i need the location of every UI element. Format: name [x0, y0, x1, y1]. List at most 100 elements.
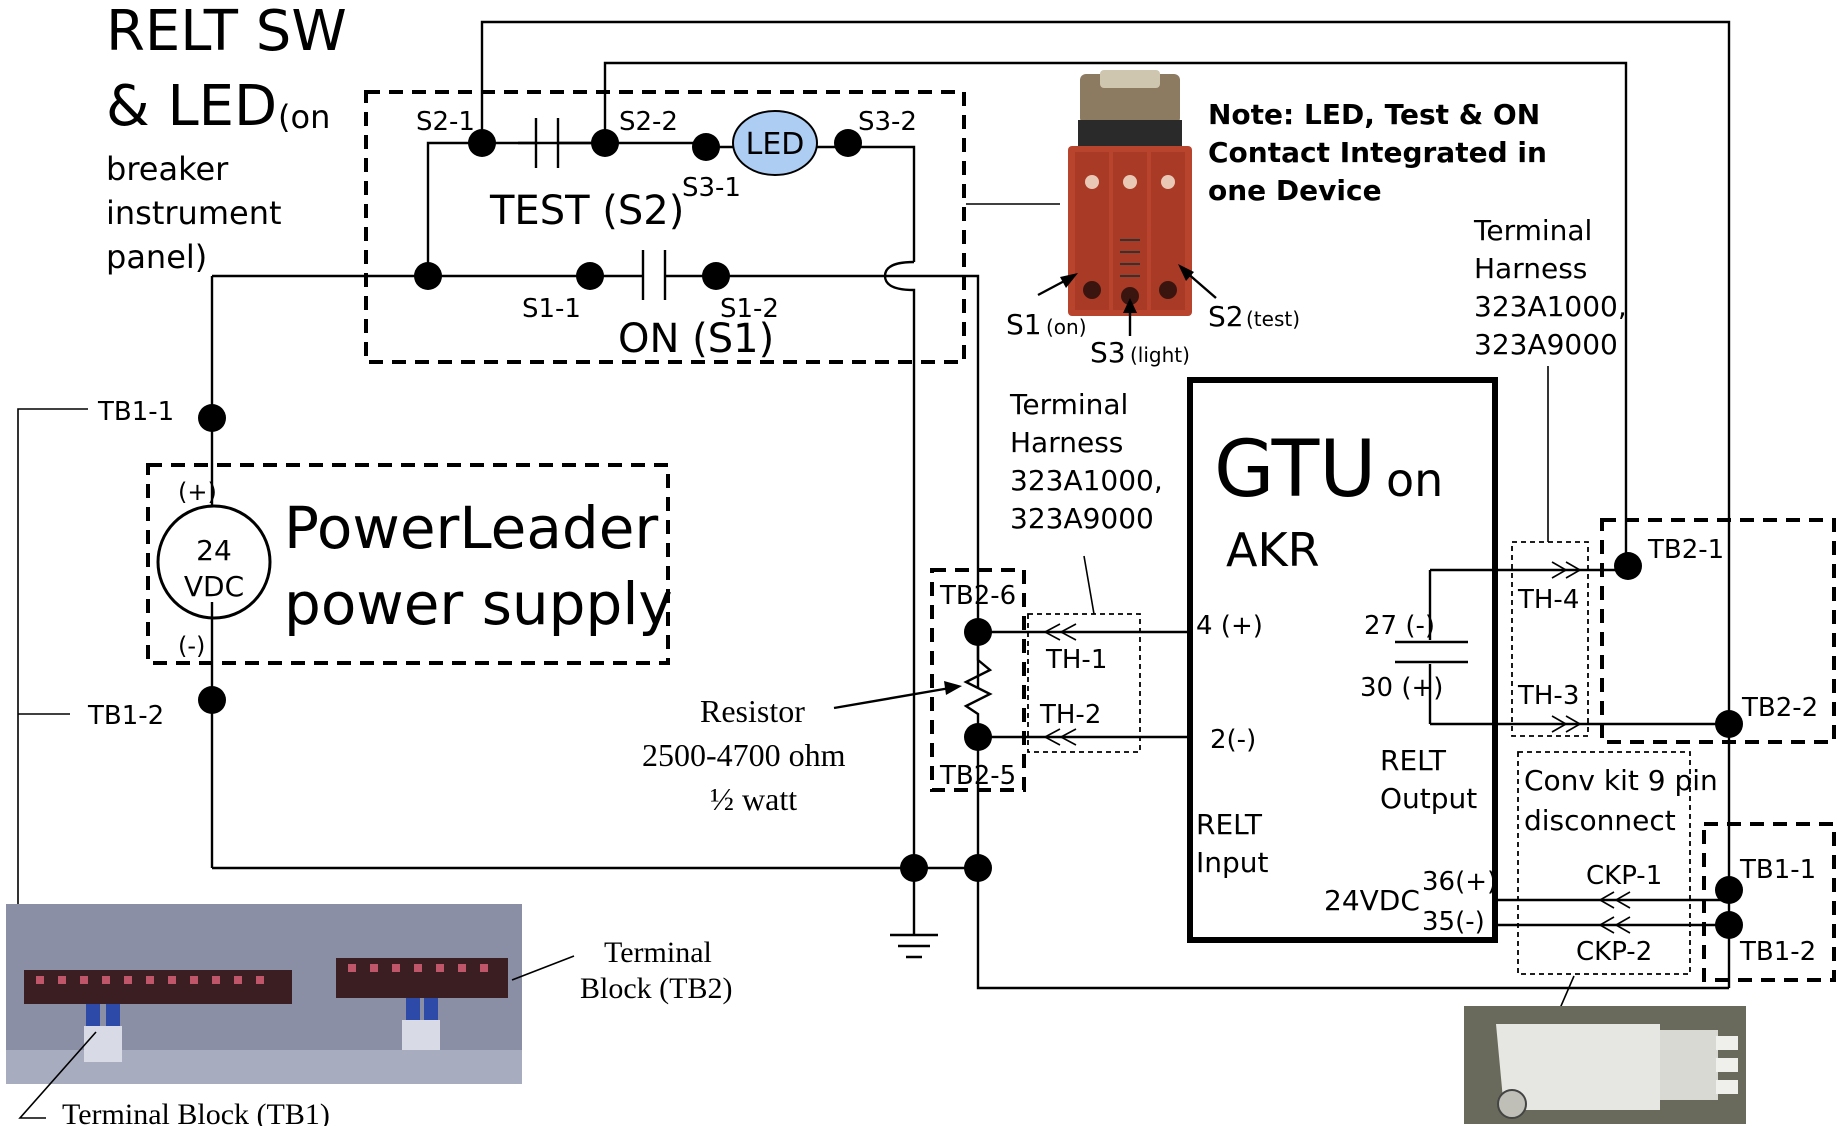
label-ckp2: CKP-2 [1576, 937, 1652, 967]
harness-left-l4: 323A9000 [1010, 502, 1154, 535]
note-line3: one Device [1208, 174, 1382, 207]
switch-dashed-box [364, 90, 966, 364]
device-s2: S2 [1208, 300, 1244, 333]
gtu-p4: 4 (+) [1196, 611, 1263, 641]
harness-right-box [1511, 541, 1589, 737]
gtu-p27: 27 (-) [1364, 611, 1435, 641]
wire-tb2-5-down [976, 737, 1729, 990]
harness-right-l4: 323A9000 [1474, 328, 1618, 361]
node-s2-2 [591, 129, 619, 157]
label-s3-1: S3-1 [682, 173, 741, 203]
wire-s2-1-to-tb2-2 [480, 20, 1731, 724]
relt-device-photo [1068, 70, 1192, 316]
title-line5: panel) [106, 238, 207, 276]
photo-tb2-l1: Terminal [604, 936, 712, 969]
ps-label2: power supply [284, 570, 673, 638]
node-s1-2 [702, 262, 730, 290]
th4-connector [1551, 561, 1582, 579]
arrow-s1 [1060, 273, 1078, 288]
gtu-v24: 24VDC [1324, 884, 1420, 917]
connector-photo [1464, 1006, 1746, 1124]
led-indicator [732, 110, 818, 176]
node-s1-1 [576, 262, 604, 290]
harness-left-box [1027, 613, 1141, 753]
arrow-s3 [1123, 298, 1137, 313]
ground-symbol [890, 933, 938, 959]
label-tb2-1: TB2-1 [1647, 535, 1724, 565]
node-s2-1 [468, 129, 496, 157]
arrow-s2 [1178, 264, 1194, 281]
photo-tb1-label: Terminal Block (TB1) [62, 1098, 330, 1126]
gtu-p36: 36(+) [1422, 867, 1497, 897]
label-tb2-2: TB2-2 [1741, 693, 1818, 723]
node-tb2-2 [1715, 710, 1743, 738]
gtu-p35: 35(-) [1422, 907, 1485, 937]
node-tb1-1-left [198, 404, 226, 432]
harness-left-l1: Terminal [1009, 388, 1128, 421]
th2-connector [1043, 728, 1077, 746]
arrow-resistor [944, 681, 962, 695]
ps-minus: (-) [178, 632, 205, 660]
label-tb1-2-left: TB1-2 [87, 701, 164, 731]
conv-kit-l1: Conv kit 9 pin [1524, 764, 1718, 797]
node-s3-1 [692, 133, 720, 161]
harness-right-l1: Terminal [1473, 214, 1592, 247]
relt-output-contact [1395, 570, 1468, 724]
resistor-symbol [963, 632, 993, 737]
title-sub: (on [278, 98, 330, 136]
harness-left-l2: Harness [1010, 426, 1123, 459]
label-th3: TH-3 [1517, 681, 1579, 711]
device-s2-sub: (test) [1246, 307, 1300, 331]
label-tb1-1-left: TB1-1 [97, 397, 174, 427]
harness-right-l3: 323A1000, [1474, 290, 1627, 323]
wire-s2-2-to-tb2-1 [603, 61, 1628, 566]
gtu-relt-in2: Input [1196, 846, 1269, 879]
label-th4: TH-4 [1517, 585, 1579, 615]
harness-left-l3: 323A1000, [1010, 464, 1163, 497]
tb1-right-dashed-box [1702, 822, 1836, 982]
ckp1-connector [1598, 891, 1631, 909]
gtu-relt-in1: RELT [1196, 808, 1263, 841]
harness-right-l2: Harness [1474, 252, 1587, 285]
label-tb2-5: TB2-5 [939, 761, 1016, 791]
device-s3: S3 [1090, 336, 1126, 369]
wire-s3-2-down [883, 260, 916, 863]
ps-v2: VDC [184, 570, 244, 603]
node-tb1-1-right [1715, 876, 1743, 904]
conv-kit-l2: disconnect [1524, 804, 1676, 837]
power-dashed-box [146, 463, 670, 665]
gtu-title: GTU [1214, 425, 1376, 515]
note-line2: Contact Integrated in [1208, 136, 1547, 169]
title-line4: instrument [106, 194, 282, 232]
ckp2-connector [1598, 916, 1631, 934]
gtu-relt-out1: RELT [1380, 744, 1447, 777]
tb2-right-dashed-box [1600, 518, 1836, 744]
tb1-bracket-upper [17, 408, 88, 904]
terminal-block-photo [6, 904, 522, 1084]
node-s3-2 [834, 129, 862, 157]
label-tb1-1-right: TB1-1 [1739, 855, 1816, 885]
label-ckp1: CKP-1 [1586, 861, 1662, 891]
label-th1: TH-1 [1045, 645, 1107, 675]
gtu-on: on [1386, 453, 1443, 507]
label-tb2-6: TB2-6 [939, 581, 1016, 611]
device-s3-sub: (light) [1130, 343, 1190, 367]
gtu-box [1187, 377, 1498, 943]
label-th2: TH-2 [1039, 700, 1101, 730]
gtu-relt-out2: Output [1380, 782, 1477, 815]
label-s2-2: S2-2 [619, 107, 678, 137]
label-s1-2: S1-2 [720, 294, 779, 324]
power-source-symbol [156, 504, 272, 620]
title-line3: breaker [106, 150, 229, 188]
gtu-akr: AKR [1226, 523, 1320, 577]
device-s1-sub: (on) [1046, 315, 1087, 339]
led-label: LED [746, 127, 805, 162]
label-tb1-2-right: TB1-2 [1739, 937, 1816, 967]
resistor-l1: Resistor [700, 693, 805, 729]
label-s2-1: S2-1 [416, 107, 475, 137]
label-s1-1: S1-1 [522, 294, 581, 324]
resistor-l3: ½ watt [710, 781, 797, 817]
node-ground [900, 854, 928, 882]
th3-connector [1551, 715, 1582, 733]
